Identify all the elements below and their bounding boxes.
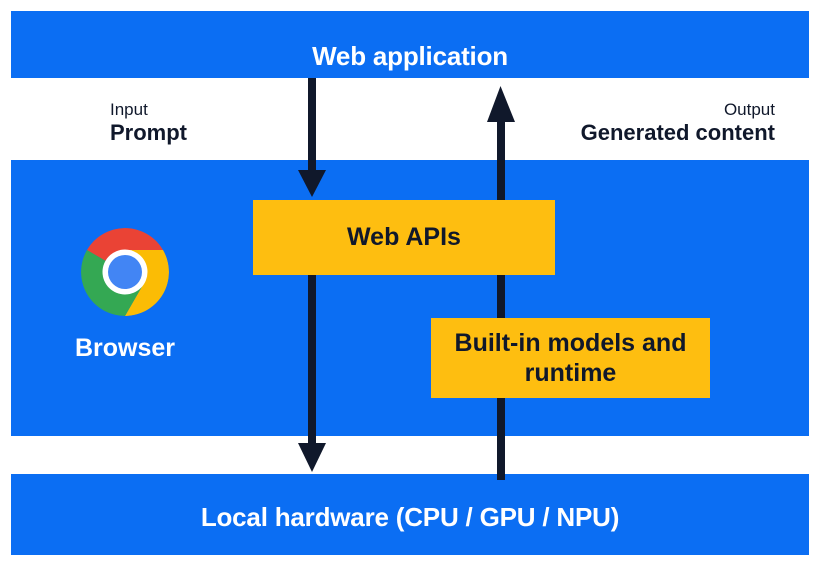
layer-web-application: Web application bbox=[11, 11, 809, 78]
box-web-apis[interactable]: Web APIs bbox=[253, 200, 555, 275]
flow-input-kind: Input bbox=[110, 100, 148, 119]
box-web-apis-label: Web APIs bbox=[347, 223, 461, 252]
layer-local-hardware: Local hardware (CPU / GPU / NPU) bbox=[11, 474, 809, 555]
box-builtin-models[interactable]: Built-in models and runtime bbox=[431, 318, 710, 398]
flow-label-input: Input Prompt bbox=[110, 100, 187, 146]
box-builtin-models-label: Built-in models and runtime bbox=[454, 328, 687, 388]
arrow-hardware-down-icon bbox=[298, 275, 326, 472]
connector-line-models-to-hardware bbox=[497, 122, 505, 480]
flow-input-value: Prompt bbox=[110, 120, 187, 146]
arrow-input-down-icon bbox=[298, 78, 326, 197]
flow-label-output: Output Generated content bbox=[581, 100, 775, 146]
layer-local-hardware-label: Local hardware (CPU / GPU / NPU) bbox=[200, 502, 620, 532]
chrome-logo-icon bbox=[81, 228, 169, 316]
browser-identity-group: Browser bbox=[55, 228, 195, 361]
layer-web-application-label: Web application bbox=[312, 41, 508, 71]
flow-output-value: Generated content bbox=[580, 120, 775, 146]
flow-output-kind: Output bbox=[723, 100, 775, 119]
layer-browser-label: Browser bbox=[74, 334, 176, 362]
